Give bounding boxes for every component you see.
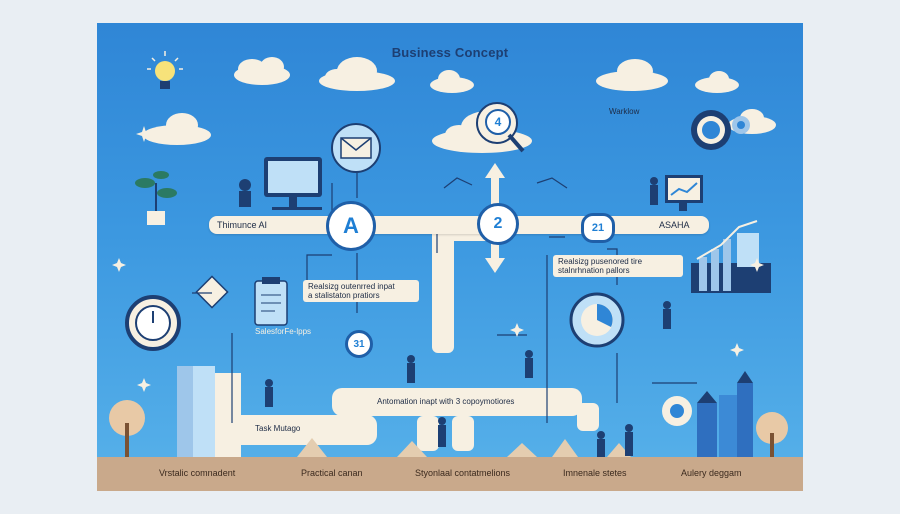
- diamond-icon: [195, 275, 229, 309]
- node-a: A: [326, 201, 376, 251]
- diagram-canvas: Business Concept Warklow Thimunce AI ASA…: [97, 23, 803, 491]
- mountains: [297, 438, 631, 457]
- connector-lines: [192, 173, 697, 423]
- salesforce-label: SalesforFe-lpps: [255, 327, 312, 336]
- people-illustration: [265, 177, 671, 457]
- node-4: 4: [485, 109, 511, 135]
- node-3: 31: [345, 330, 373, 358]
- clouds: [143, 57, 776, 153]
- bar-chart-illustration: [691, 220, 771, 293]
- timeline-right-label: ASAHA: [659, 220, 690, 230]
- clock-icon: [125, 295, 181, 351]
- task-label: Task Mutago: [255, 424, 301, 433]
- node-2: 2: [477, 203, 519, 245]
- page-title: Business Concept: [391, 45, 509, 60]
- email-icon: [331, 123, 381, 173]
- timeline-bar: [209, 216, 709, 234]
- note-right: Realsizg pusenored tire stalnrhnation pa…: [553, 255, 683, 277]
- ground-strip: [97, 457, 803, 491]
- timeline-left-label: Thimunce AI: [217, 220, 268, 230]
- building-illustration: [177, 366, 241, 458]
- bottom-label-3: Styonlaal contatmelions: [415, 468, 511, 478]
- lightbulb-icon: [147, 51, 183, 89]
- plant-icon: [135, 171, 177, 225]
- automation-label: Antomation inapt with 3 copoymotiores: [377, 397, 515, 406]
- sparkles: [112, 126, 764, 392]
- bottom-label-4: Imnenale stetes: [563, 468, 627, 478]
- diagram-illustration: [109, 51, 788, 458]
- clipboard-icon: [254, 277, 288, 326]
- workflow-path: [187, 223, 599, 451]
- workstation-illustration: [239, 157, 322, 210]
- bottom-label-5: Aulery deggam: [681, 468, 742, 478]
- gear-icon-bottom: [662, 396, 692, 426]
- pie-chart-icon: [569, 292, 625, 348]
- gear-icon: [691, 110, 750, 150]
- chart-screen-illustration: [665, 175, 703, 211]
- bottom-label-2: Practical canan: [301, 468, 363, 478]
- note-left: Realsizg outenrred inpat a stalistaton p…: [303, 280, 419, 302]
- bottom-label-1: Vrstalic comnadent: [159, 468, 236, 478]
- columns-illustration: [697, 371, 753, 458]
- tree-icon: [109, 400, 788, 458]
- workflow-label: Warklow: [609, 107, 640, 116]
- node-21: 21: [581, 213, 615, 243]
